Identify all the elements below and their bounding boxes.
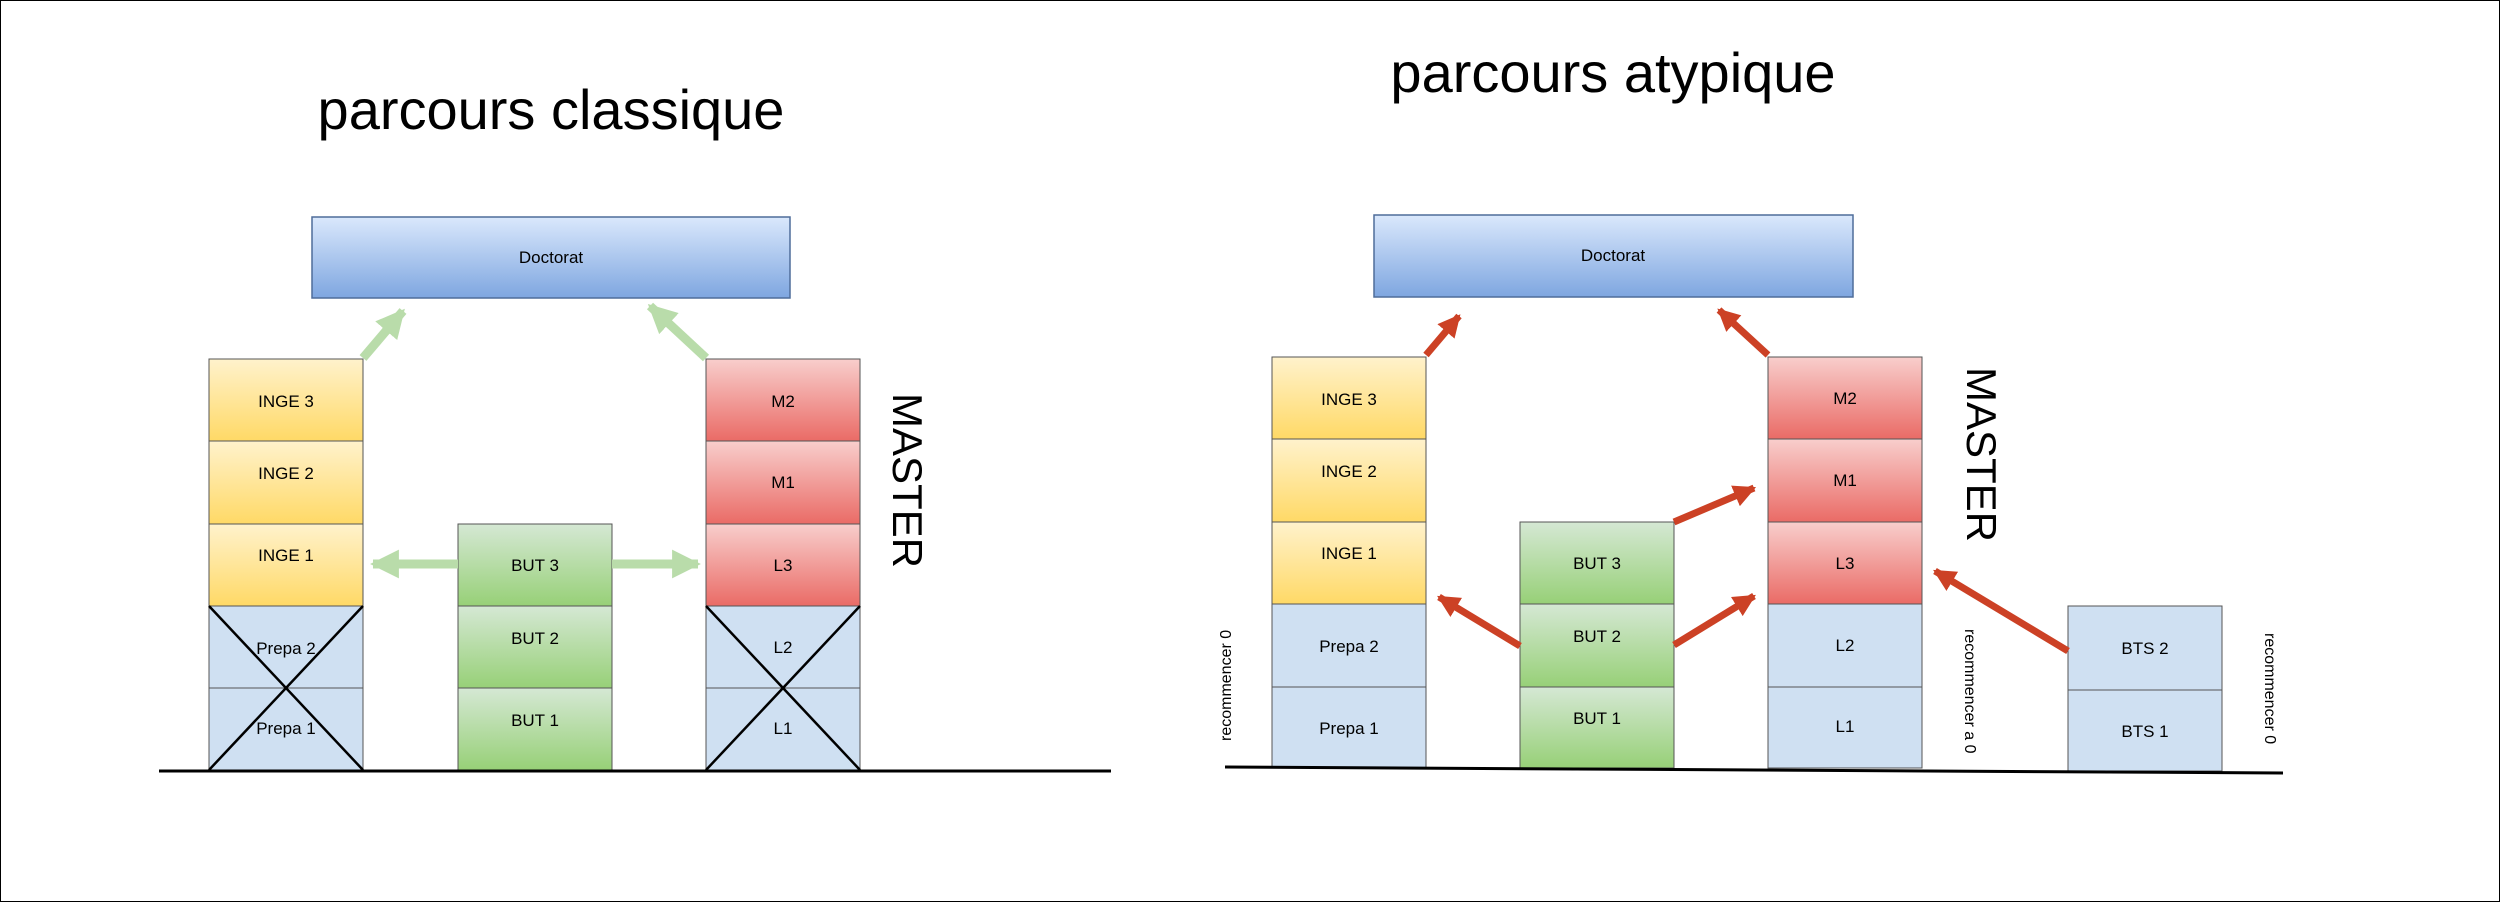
- right-master-column: M2 M1 L3: [1767, 356, 1923, 605]
- right-restart-licence: recommencer a 0: [1961, 629, 1978, 754]
- right-doctorat-label: Doctorat: [1581, 246, 1646, 265]
- right-inge-1: INGE 1: [1321, 544, 1377, 563]
- right-arrow-master-doctorat: [1716, 307, 1771, 358]
- right-but-1: BUT 1: [1573, 709, 1621, 728]
- left-inge-3: INGE 3: [258, 392, 314, 411]
- right-inge-3: INGE 3: [1321, 390, 1377, 409]
- right-title: parcours atypique: [1390, 41, 1835, 104]
- left-doctorat-label: Doctorat: [519, 248, 584, 267]
- left-arrow-master-doctorat: [646, 302, 710, 362]
- left-but-1: BUT 1: [511, 711, 559, 730]
- left-but-column: BUT 3 BUT 2 BUT 1: [457, 523, 613, 771]
- right-inge-2: INGE 2: [1321, 462, 1377, 481]
- left-l3: L3: [774, 556, 793, 575]
- left-arrow-inge-doctorat: [359, 308, 407, 361]
- right-prepa-1: Prepa 1: [1319, 719, 1379, 738]
- left-panel: parcours classique Doctorat INGE 3 INGE …: [159, 78, 1111, 773]
- right-arrow-but2-inge1: [1437, 594, 1522, 649]
- left-title: parcours classique: [318, 78, 785, 141]
- left-inge-column: INGE 3 INGE 2 INGE 1: [208, 358, 364, 607]
- right-l3: L3: [1836, 554, 1855, 573]
- left-but-2: BUT 2: [511, 629, 559, 648]
- left-prepa-cross-b: [208, 605, 364, 771]
- right-but-column: BUT 3 BUT 2 BUT 1: [1519, 521, 1675, 769]
- right-l1: L1: [1836, 717, 1855, 736]
- left-l1: L1: [774, 719, 793, 738]
- right-master-label: MASTER: [1958, 367, 2005, 542]
- left-l2: L2: [774, 638, 793, 657]
- left-doctorat-block: Doctorat: [311, 216, 791, 299]
- right-panel: parcours atypique Doctorat INGE 3 INGE 2…: [1218, 41, 2284, 775]
- right-but-2: BUT 2: [1573, 627, 1621, 646]
- right-arrow-inge-doctorat: [1423, 313, 1462, 358]
- left-master-label: MASTER: [884, 393, 931, 568]
- left-licence-cross-b: [705, 605, 861, 771]
- left-prepa-2: Prepa 2: [256, 639, 316, 658]
- right-restart-prepa: recommencer 0: [1218, 630, 1235, 741]
- right-inge-column: INGE 3 INGE 2 INGE 1: [1271, 356, 1427, 605]
- left-m2: M2: [771, 392, 795, 411]
- left-licence-column: L2 L1: [705, 605, 861, 771]
- left-inge-2: INGE 2: [258, 464, 314, 483]
- right-prepa-column: Prepa 2 Prepa 1: [1271, 603, 1427, 769]
- right-m1: M1: [1833, 471, 1857, 490]
- right-arrow-bts2-l3: [1933, 568, 2070, 654]
- right-l2: L2: [1836, 636, 1855, 655]
- right-ground-line: [1224, 765, 2284, 775]
- left-m1: M1: [771, 473, 795, 492]
- left-prepa-1: Prepa 1: [256, 719, 316, 738]
- left-prepa-column: Prepa 2 Prepa 1: [208, 605, 364, 771]
- right-doctorat-block: Doctorat: [1373, 214, 1854, 298]
- right-bts-column: BTS 2 BTS 1: [2067, 605, 2223, 772]
- right-m2: M2: [1833, 389, 1857, 408]
- left-but-3: BUT 3: [511, 556, 559, 575]
- right-restart-bts: recommencer 0: [2261, 633, 2278, 744]
- right-but-3: BUT 3: [1573, 554, 1621, 573]
- left-master-column: M2 M1 L3: [705, 358, 861, 607]
- right-prepa-2: Prepa 2: [1319, 637, 1379, 656]
- right-arrow-but2-l3: [1672, 593, 1756, 648]
- right-licence-column: L2 L1: [1767, 603, 1923, 769]
- right-arrow-but3-m1: [1672, 484, 1757, 526]
- right-bts-2: BTS 2: [2121, 639, 2168, 658]
- right-bts-1: BTS 1: [2121, 722, 2168, 741]
- left-inge-1: INGE 1: [258, 546, 314, 565]
